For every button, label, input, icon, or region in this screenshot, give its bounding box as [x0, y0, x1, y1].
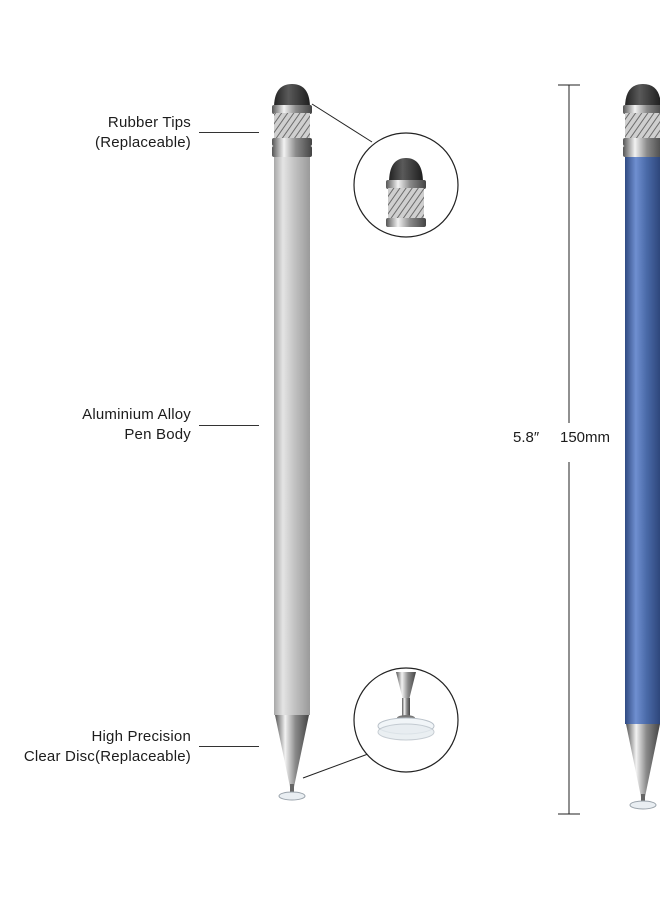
- blue-pen-icon: [623, 84, 660, 810]
- pen-body-line2: Pen Body: [124, 426, 191, 443]
- length-millimeters: 150mm: [560, 429, 611, 446]
- pen-body-line1: Aluminium Alloy: [82, 406, 191, 423]
- tip-zoom-pointer: [311, 103, 373, 143]
- length-inches: 5.8″: [513, 429, 540, 446]
- pen-body-label: Aluminium Alloy Pen Body: [82, 405, 191, 445]
- clear-disc-label: High Precision Clear Disc(Replaceable): [24, 727, 191, 767]
- rubber-tips-leader: [199, 132, 259, 133]
- length-dimension-marker: [558, 84, 580, 815]
- rubber-tip-closeup-icon: [353, 132, 459, 238]
- rubber-tips-label: Rubber Tips (Replaceable): [95, 113, 191, 153]
- clear-disc-line1: High Precision: [91, 728, 191, 745]
- rubber-tips-line2: (Replaceable): [95, 134, 191, 151]
- disc-zoom-pointer: [302, 753, 369, 779]
- rubber-tips-line1: Rubber Tips: [107, 114, 191, 131]
- clear-disc-closeup-icon: [353, 667, 459, 773]
- pen-body-leader: [199, 425, 259, 426]
- silver-pen-icon: [272, 84, 312, 801]
- clear-disc-leader: [199, 746, 259, 747]
- clear-disc-line2: Clear Disc(Replaceable): [23, 748, 191, 765]
